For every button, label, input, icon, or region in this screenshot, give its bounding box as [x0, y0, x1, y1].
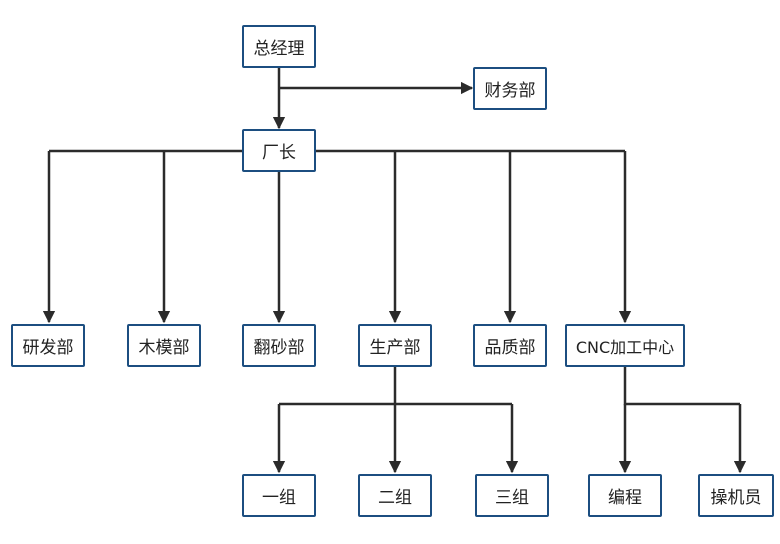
node-operator: 操机员 — [698, 474, 774, 517]
node-group2: 二组 — [358, 474, 432, 517]
bus-cnc — [623, 367, 740, 406]
bus-production — [279, 367, 512, 406]
node-rd: 研发部 — [11, 324, 85, 367]
node-finance: 财务部 — [473, 67, 547, 110]
node-cnc-center: CNC加工中心 — [565, 324, 685, 367]
node-pattern: 木模部 — [127, 324, 201, 367]
node-general-manager: 总经理 — [242, 25, 316, 68]
node-programming: 编程 — [588, 474, 662, 517]
node-group1: 一组 — [242, 474, 316, 517]
node-group3: 三组 — [475, 474, 549, 517]
node-production: 生产部 — [358, 324, 432, 367]
node-factory-manager: 厂长 — [242, 129, 316, 172]
node-casting: 翻砂部 — [242, 324, 316, 367]
node-quality: 品质部 — [473, 324, 547, 367]
